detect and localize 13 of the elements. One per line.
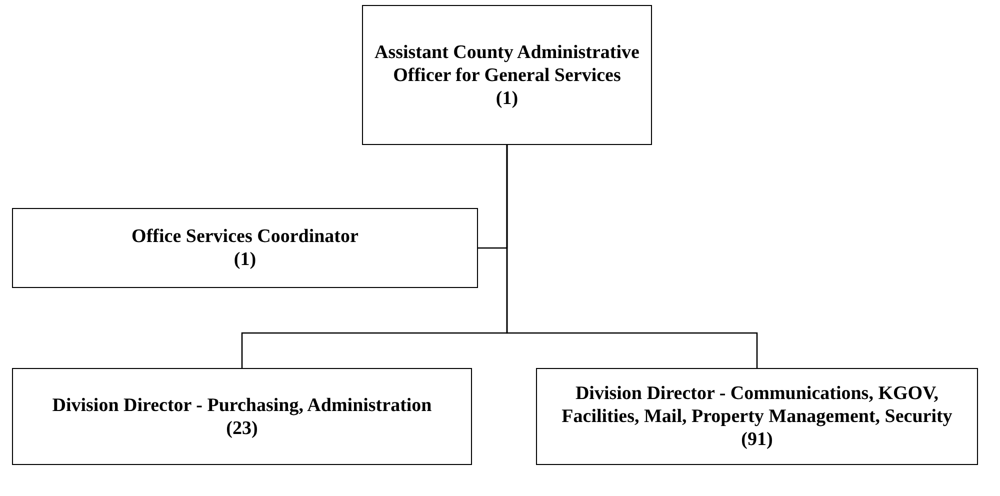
position-box — [12, 368, 472, 465]
position-box — [536, 368, 978, 465]
staff-count: (23) — [226, 416, 258, 440]
staff-count: (1) — [496, 86, 518, 110]
position-box — [362, 5, 652, 145]
position-title: Office Services Coordinator — [132, 225, 358, 248]
position-title: Division Director - Purchasing, Administration — [52, 394, 432, 416]
position-box — [12, 208, 478, 288]
position-title: Division Director - Communications, KGOV, Facilities, Mail, Property Management, Security — [560, 382, 954, 428]
staff-count: (91) — [741, 428, 773, 451]
connector-line — [506, 145, 758, 368]
staff-count: (1) — [234, 248, 256, 271]
position-title: Assistant County Administrative Officer for General Services — [374, 40, 640, 86]
